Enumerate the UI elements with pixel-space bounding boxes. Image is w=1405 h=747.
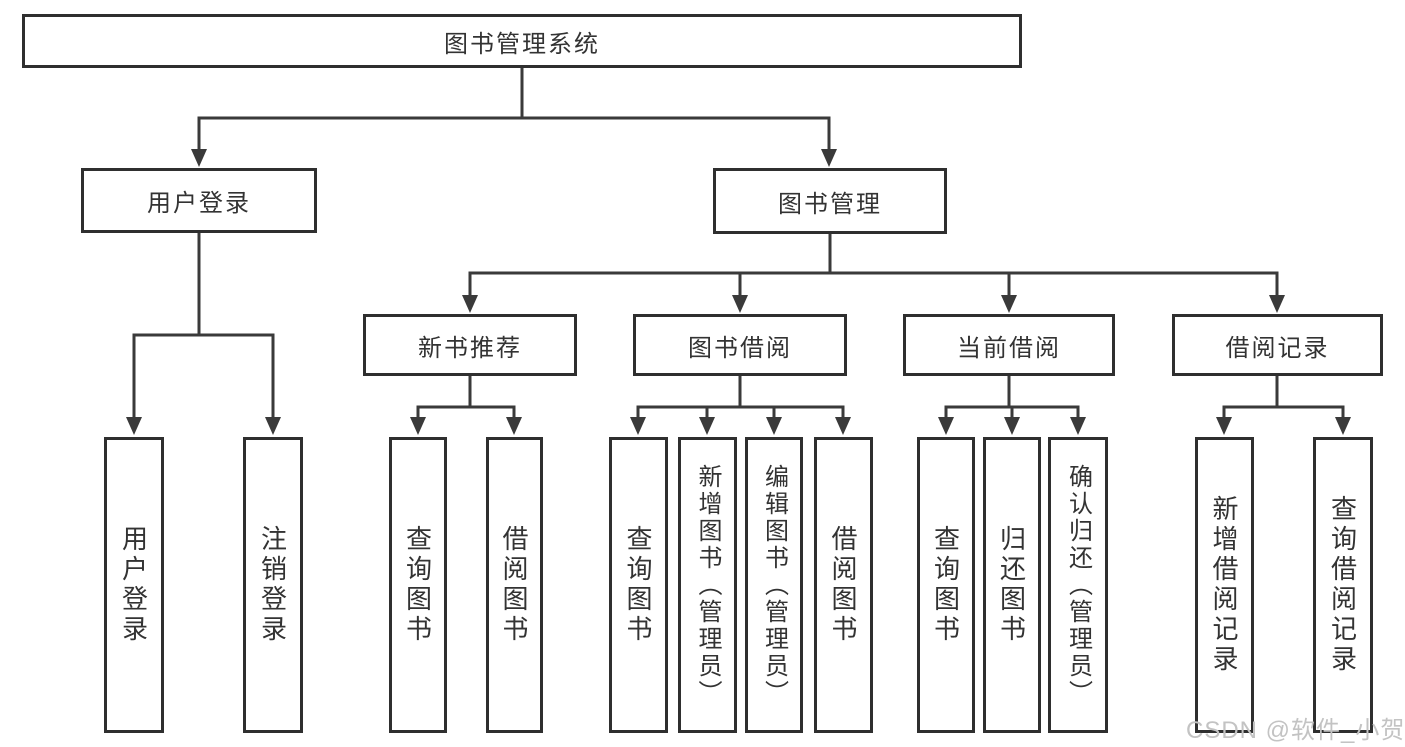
node-current-borrowing: 当前借阅 bbox=[903, 314, 1115, 376]
leaf-user-login: 用户登录 bbox=[104, 437, 164, 733]
leaf-query-books-current: 查询图书 bbox=[917, 437, 975, 733]
node-borrowing-records: 借阅记录 bbox=[1172, 314, 1383, 376]
node-book-management: 图书管理 bbox=[713, 168, 947, 234]
leaf-confirm-return-admin: 确认归还（管理员） bbox=[1048, 437, 1108, 733]
node-root: 图书管理系统 bbox=[22, 14, 1022, 68]
leaf-borrow-books-recommend: 借阅图书 bbox=[486, 437, 543, 733]
node-book-borrowing: 图书借阅 bbox=[633, 314, 847, 376]
leaf-return-books: 归还图书 bbox=[983, 437, 1041, 733]
leaf-add-borrow-record: 新增借阅记录 bbox=[1195, 437, 1254, 733]
leaf-borrow-books-borrowing: 借阅图书 bbox=[814, 437, 873, 733]
leaf-logout: 注销登录 bbox=[243, 437, 303, 733]
node-user-login: 用户登录 bbox=[81, 168, 317, 233]
leaf-query-borrow-record: 查询借阅记录 bbox=[1313, 437, 1373, 733]
watermark-text: CSDN @软件_小贺同学 bbox=[1186, 717, 1405, 744]
leaf-query-books-recommend: 查询图书 bbox=[389, 437, 447, 733]
leaf-edit-book-admin: 编辑图书（管理员） bbox=[745, 437, 803, 733]
leaf-query-books-borrowing: 查询图书 bbox=[609, 437, 668, 733]
node-new-book-recommend: 新书推荐 bbox=[363, 314, 577, 376]
leaf-add-book-admin: 新增图书（管理员） bbox=[678, 437, 737, 733]
